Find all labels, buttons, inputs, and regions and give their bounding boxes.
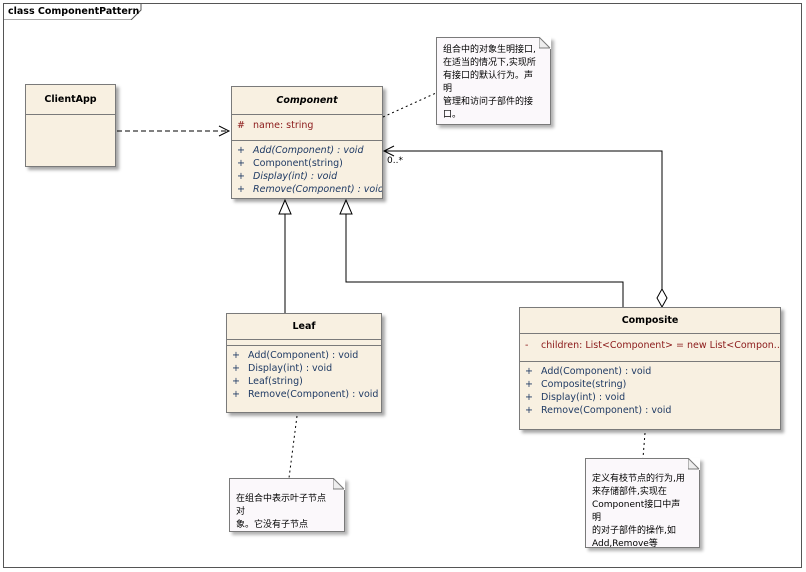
visibility: +	[232, 376, 240, 387]
operation-row: + Remove(Component) : void	[237, 183, 382, 196]
note-leaf[interactable]: 在组合中表示叶子节点对 象。它没有子节点	[229, 478, 345, 532]
operation-list: + Add(Component) : void + Component(string…	[232, 141, 382, 196]
operation-row: + Remove(Component) : void	[525, 404, 780, 417]
visibility: +	[237, 158, 245, 169]
visibility: #	[237, 120, 245, 131]
operation-text: Component(string)	[253, 158, 343, 169]
class-leaf[interactable]: Leaf + Add(Component) : void + Display(int…	[226, 313, 382, 413]
composite-generalization-line	[345, 213, 624, 307]
visibility: +	[232, 389, 240, 400]
multiplicity-label: 0..*	[387, 156, 403, 166]
note-line: 来存储部件,实现在	[592, 487, 667, 497]
aggregation-diamond	[656, 287, 668, 309]
diagram-frame	[3, 3, 802, 568]
aggregation-line	[384, 150, 663, 289]
operation-row: + Remove(Component) : void	[232, 388, 381, 401]
aggregation-arrowhead	[382, 145, 395, 157]
note-line: 定义有枝节点的行为,用	[592, 474, 685, 484]
note-line: 组合中的对象生明接口,	[443, 45, 536, 55]
operation-text: Add(Component) : void	[248, 350, 359, 361]
operation-text: Add(Component) : void	[253, 145, 364, 156]
operation-text: Display(int) : void	[541, 392, 626, 403]
operation-list: + Add(Component) : void + Display(int) : v…	[227, 346, 381, 401]
visibility: +	[525, 379, 533, 390]
frame-tab-outline	[3, 3, 142, 20]
note-line: 管理和访问子部件的接	[443, 97, 534, 107]
note-component[interactable]: 组合中的对象生明接口, 在适当的情况下,实现所 有接口的默认行为。声明 管理和访…	[436, 37, 551, 125]
note-line: 有接口的默认行为。声明	[443, 71, 534, 94]
operation-row: + Composite(string)	[525, 378, 780, 391]
note-fold	[688, 458, 700, 470]
operation-row: + Display(int) : void	[232, 362, 381, 375]
note-composite[interactable]: 定义有枝节点的行为,用 来存储部件,实现在 Component接口中声明 的对子…	[585, 458, 700, 549]
class-name: ClientApp	[26, 85, 115, 115]
operation-text: Leaf(string)	[248, 376, 303, 387]
operation-text: Composite(string)	[541, 379, 627, 390]
operation-text: Display(int) : void	[248, 363, 333, 374]
operation-row: + Add(Component) : void	[237, 144, 382, 157]
attribute-text: name: string	[253, 120, 314, 131]
component-note-link	[382, 92, 437, 118]
note-line: Component接口中声明	[592, 500, 681, 523]
visibility: +	[525, 392, 533, 403]
visibility: +	[232, 350, 240, 361]
visibility: +	[237, 184, 245, 195]
note-line: 象。它没有子节点	[236, 520, 309, 530]
attribute-row: # name: string	[237, 119, 382, 132]
note-fold	[539, 37, 551, 49]
class-component[interactable]: Component # name: string + Add(Component) …	[231, 86, 383, 199]
dependency-arrowhead	[218, 125, 231, 137]
attribute-list: - children: List<Component> = new List<Co…	[520, 334, 780, 362]
class-name: Component	[232, 87, 382, 115]
note-line: 的对子部件的操作,如	[592, 526, 676, 536]
operation-row: + Leaf(string)	[232, 375, 381, 388]
composite-note-link	[642, 432, 646, 459]
operation-text: Remove(Component) : void	[541, 405, 672, 416]
operation-row: + Display(int) : void	[237, 170, 382, 183]
visibility: +	[232, 363, 240, 374]
operation-row: + Display(int) : void	[525, 391, 780, 404]
attribute-list: # name: string	[232, 115, 382, 141]
frame-title: class ComponentPattern	[8, 6, 140, 17]
operation-text: Remove(Component) : void	[253, 184, 382, 195]
visibility: -	[525, 340, 529, 351]
operation-row: + Component(string)	[237, 157, 382, 170]
note-line: Add,Remove等	[592, 539, 658, 549]
attribute-row: - children: List<Component> = new List<Co…	[525, 339, 780, 352]
operation-text: Remove(Component) : void	[248, 389, 379, 400]
class-name: Leaf	[227, 314, 381, 340]
note-line: 在组合中表示叶子节点对	[236, 494, 327, 517]
class-name: Composite	[520, 308, 780, 334]
leaf-note-link	[288, 415, 298, 479]
operation-list: + Add(Component) : void + Composite(string…	[520, 362, 780, 417]
operation-row: + Add(Component) : void	[525, 365, 780, 378]
note-line: 口。	[443, 110, 462, 120]
leaf-generalization-arrowhead	[278, 198, 292, 215]
operation-text: Add(Component) : void	[541, 366, 652, 377]
visibility: +	[525, 405, 533, 416]
visibility: +	[237, 145, 245, 156]
visibility: +	[525, 366, 533, 377]
attribute-text: children: List<Component> = new List<Com…	[541, 340, 780, 351]
class-composite[interactable]: Composite - children: List<Component> = n…	[519, 307, 781, 430]
class-clientapp[interactable]: ClientApp	[25, 84, 116, 167]
note-line: 在适当的情况下,实现所	[443, 58, 536, 68]
attribute-list	[227, 340, 381, 346]
visibility: +	[237, 171, 245, 182]
note-fold	[333, 478, 345, 490]
composite-generalization-arrowhead	[339, 198, 353, 215]
operation-text: Display(int) : void	[253, 171, 338, 182]
operation-row: + Add(Component) : void	[232, 349, 381, 362]
